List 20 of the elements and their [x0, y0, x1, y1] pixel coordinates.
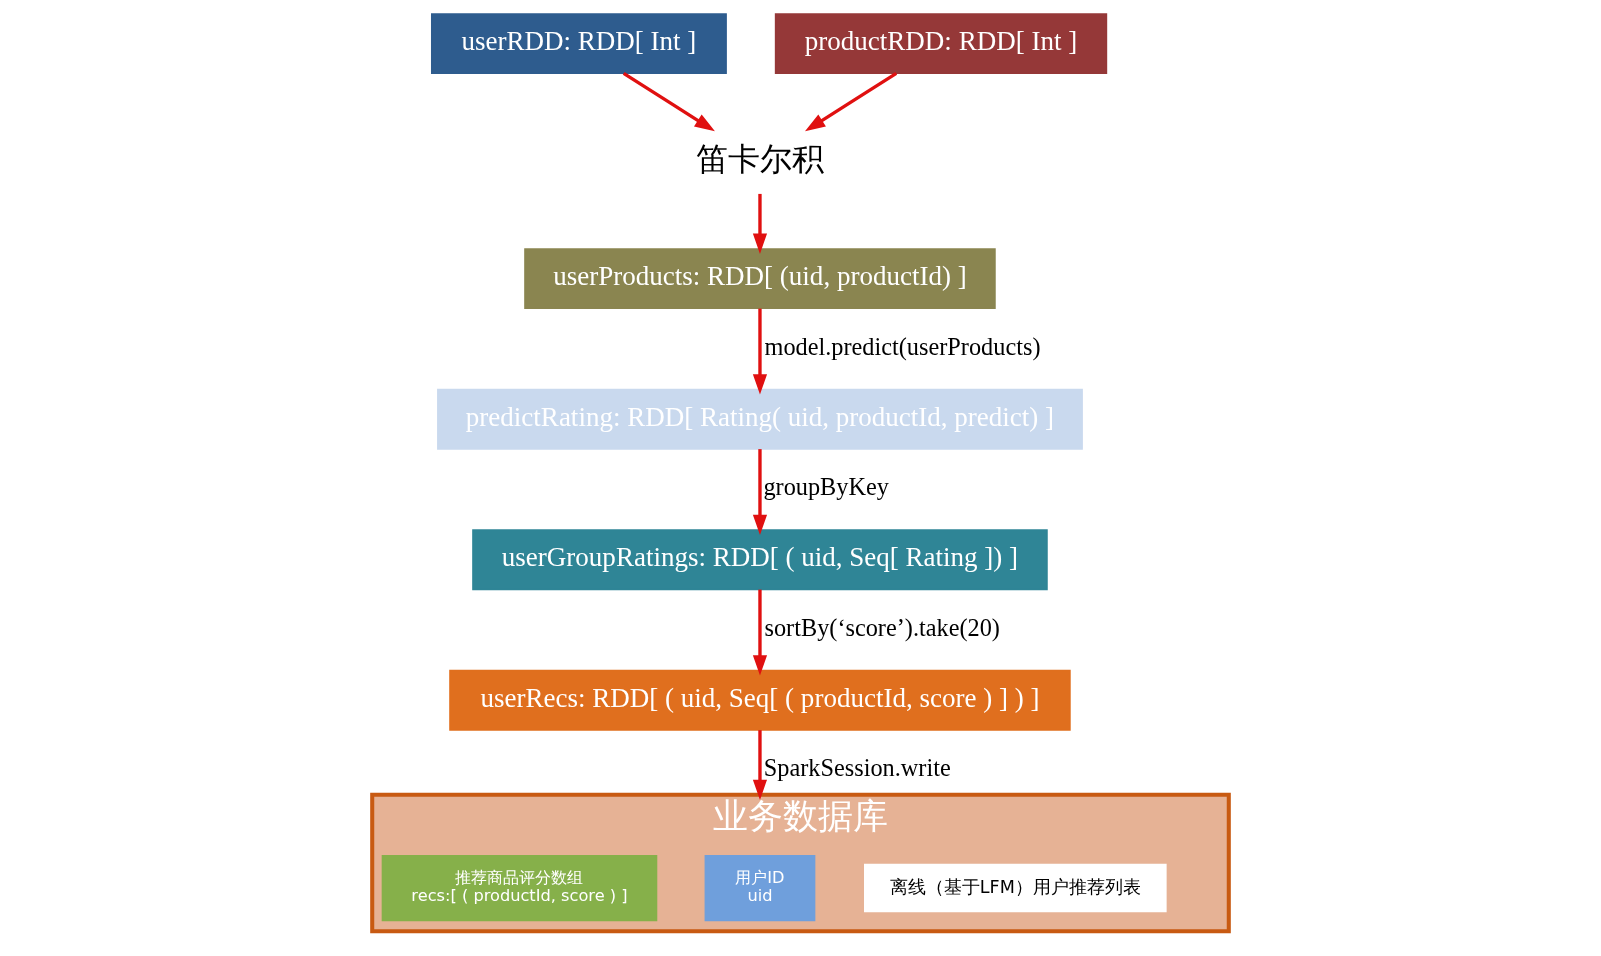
arrow — [752, 589, 768, 676]
edge-label: SparkSession.write — [763, 754, 951, 782]
edge-label: sortBy(‘score’).take(20) — [764, 613, 1000, 641]
node-text: 笛卡尔积 — [695, 139, 824, 178]
arrow — [752, 308, 768, 395]
arrow — [752, 449, 768, 535]
arrow — [622, 71, 715, 132]
label: 离线（基于LFM）用户推荐列表 — [889, 876, 1141, 897]
edge-label: groupByKey — [763, 473, 889, 501]
arrow — [752, 193, 768, 254]
node-box: 用户ID uid — [704, 854, 816, 922]
node-box: userRecs: RDD[ ( uid, Seq[ ( productId, score ) ] ) ] — [449, 669, 1071, 731]
node-box: 推荐商品评分数组 recs:[ ( productId, score ) ] — [381, 854, 658, 922]
edge-label: model.predict(userProducts) — [764, 332, 1041, 360]
node-box: userRDD: RDD[ Int ] — [431, 13, 727, 75]
node-box: userGroupRatings: RDD[ ( uid, Seq[ Rating ]) ] — [472, 529, 1048, 591]
arrow — [752, 730, 768, 800]
arrow — [805, 71, 898, 132]
node-box: productRDD: RDD[ Int ] — [774, 13, 1108, 75]
node-box: userProducts: RDD[ (uid, productId) ] — [524, 248, 996, 310]
